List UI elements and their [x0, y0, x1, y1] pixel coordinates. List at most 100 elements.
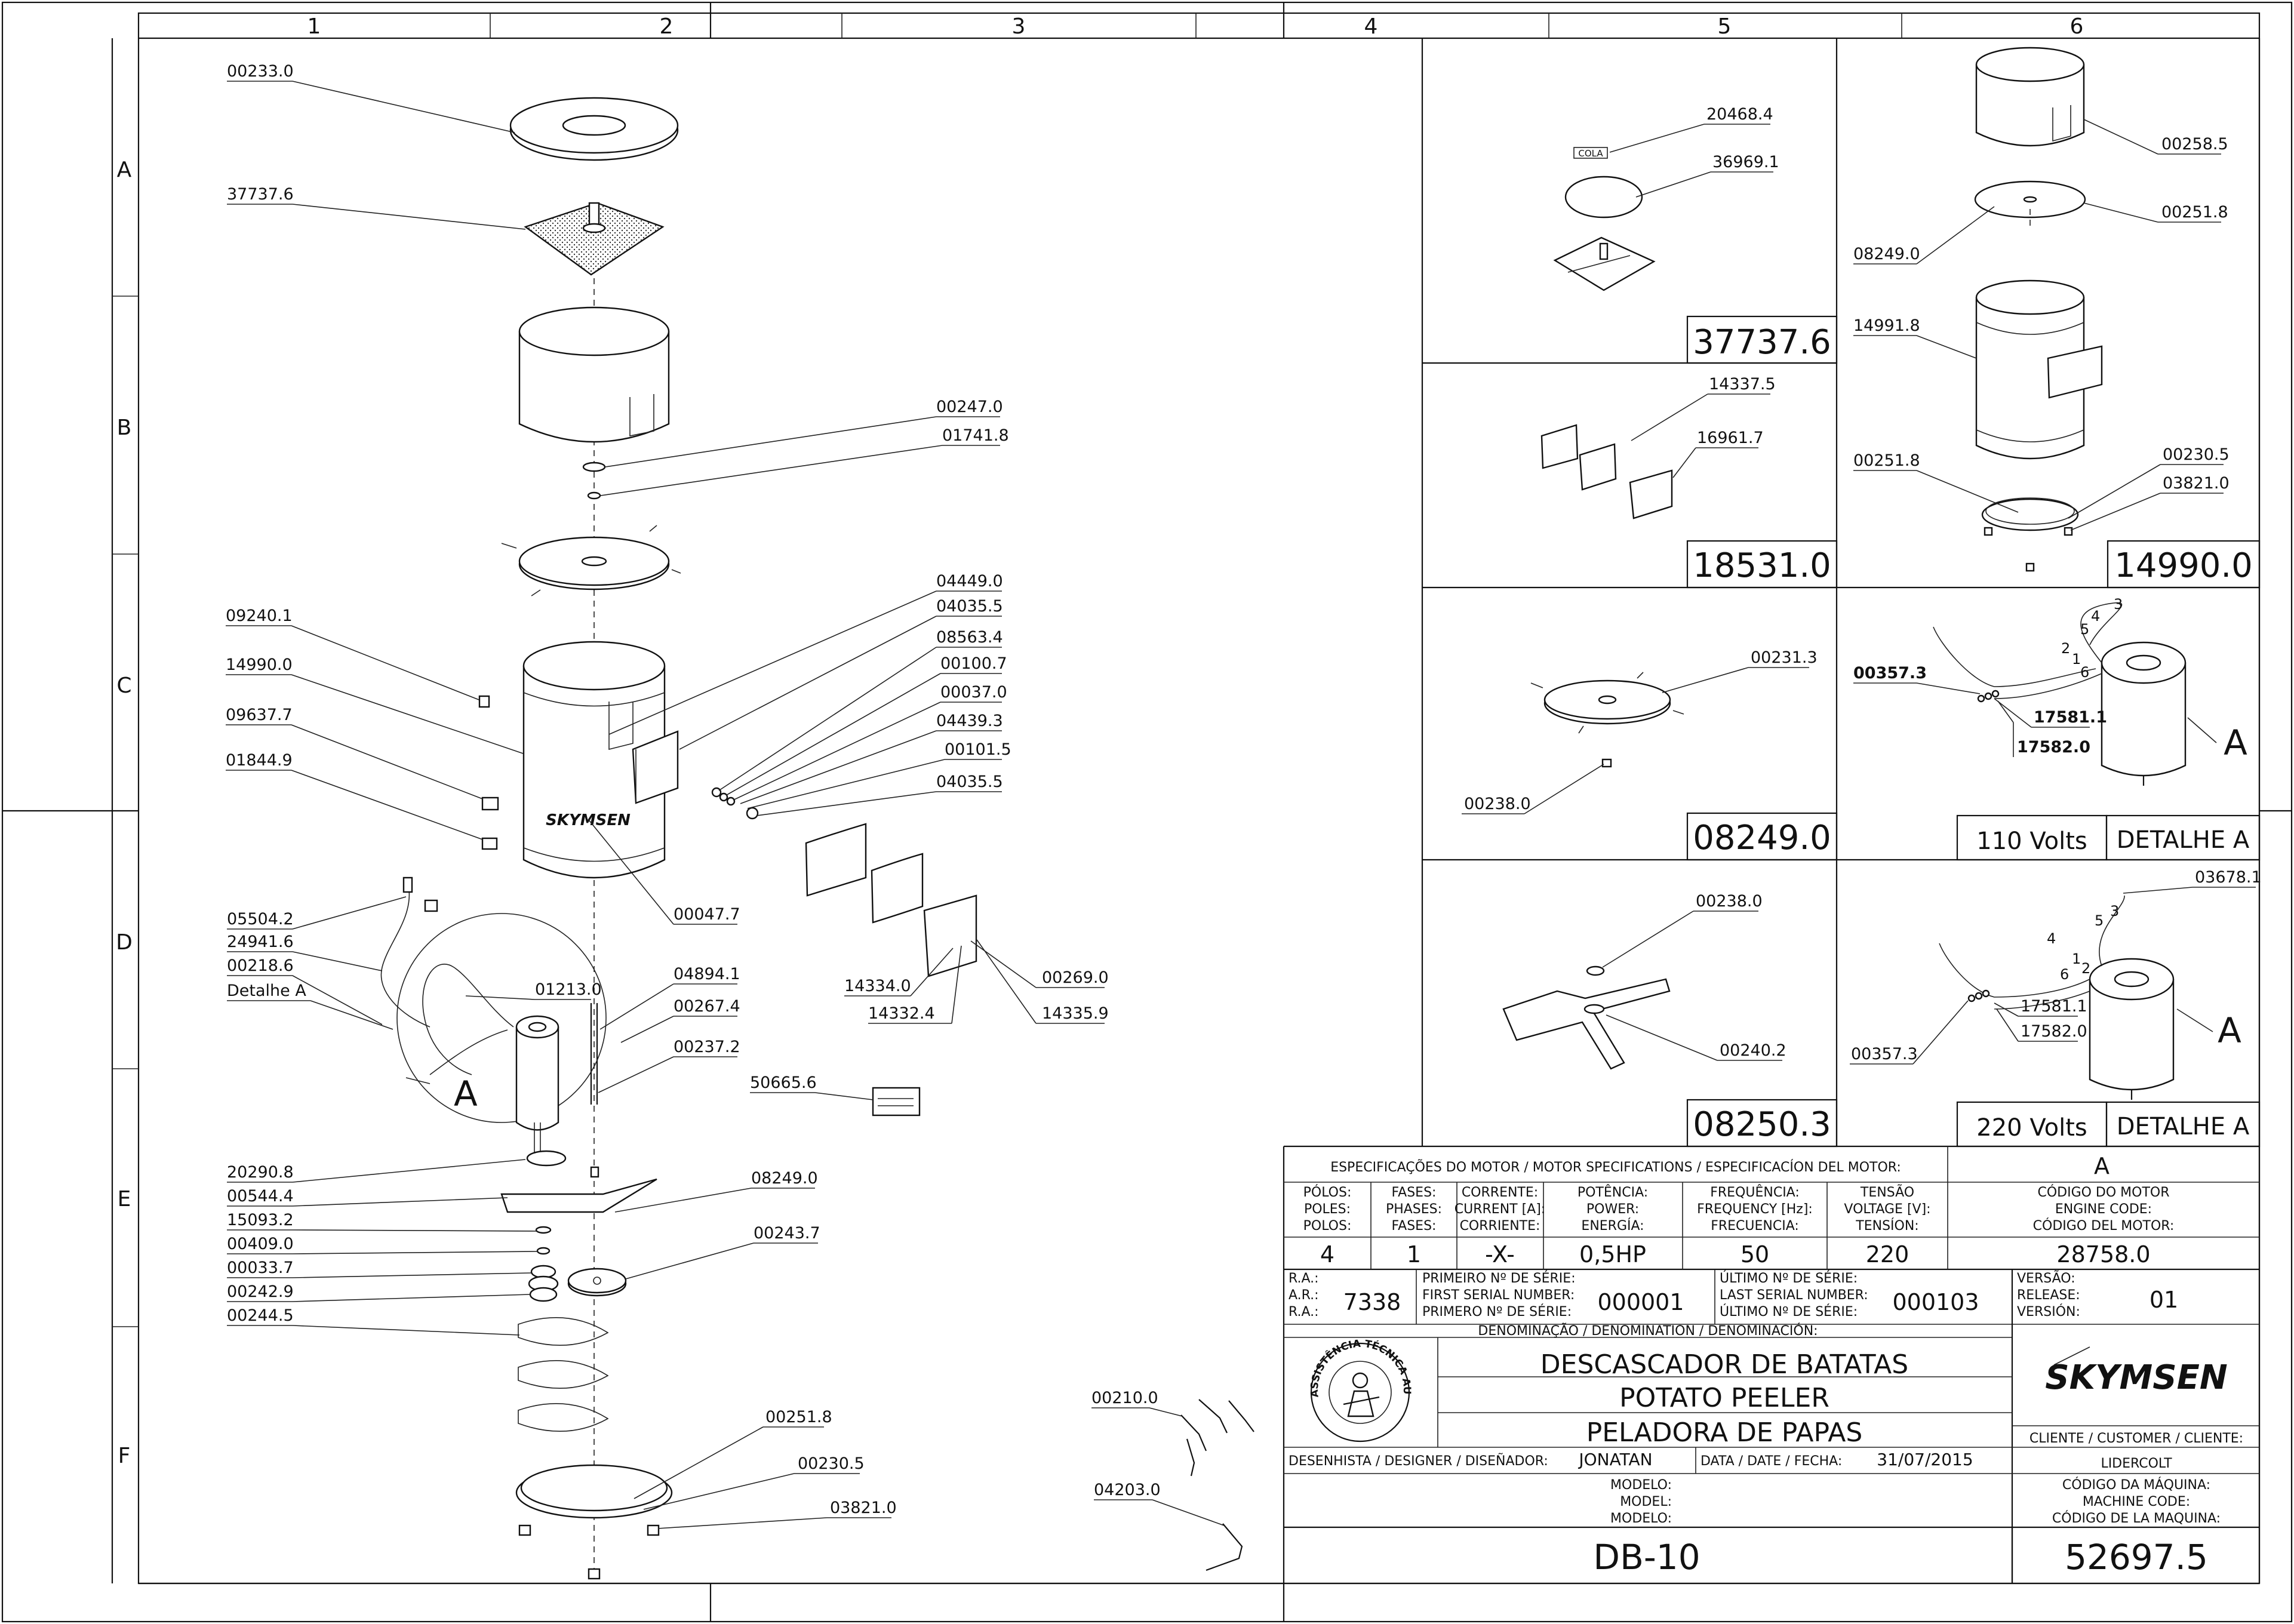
panel-14990-c6: 00230.5	[2163, 445, 2230, 464]
panel-220-wire-numbers: 4 5 3 1 2 6	[2047, 903, 2119, 983]
callout-01844: 01844.9	[226, 751, 483, 840]
svg-text:00409.0: 00409.0	[227, 1235, 294, 1253]
spec-col-4-label-3: FRECUENCIA:	[1711, 1219, 1799, 1234]
callout-50665: 50665.6	[750, 1074, 874, 1100]
callout-04449: 04449.0	[608, 572, 1003, 735]
svg-text:00237.2: 00237.2	[674, 1038, 740, 1056]
panel-08250-c2: 00240.2	[1720, 1041, 1786, 1060]
machine-code-value: 52697.5	[2065, 1537, 2208, 1577]
spec-col-4-label-2: FREQUENCY [Hz]:	[1697, 1202, 1813, 1217]
grid-col-3: 3	[1012, 14, 1026, 39]
callout-00047: 00047.7	[588, 819, 740, 925]
panel-08249-c1: 00231.3	[1751, 648, 1818, 667]
panel-220-c4: 00357.3	[1851, 1045, 1918, 1063]
callout-00251: 00251.8	[634, 1408, 832, 1499]
panel-110-volts: 110 Volts DETALHE A 3 4 5 2 1 6 00357.3 …	[1853, 596, 2261, 861]
callout-01741: 01741.8	[600, 426, 1009, 496]
spec-col-3-label-3: ENERGÍA:	[1581, 1218, 1644, 1234]
callout-00247: 00247.0	[605, 398, 1003, 467]
panel-110-detalhe: DETALHE A	[2117, 826, 2250, 854]
model-value: DB-10	[1593, 1537, 1700, 1577]
panel-110-volts-label: 110 Volts	[1976, 828, 2087, 855]
motor-spec-header: ESPECIFICAÇÕES DO MOTOR / MOTOR SPECIFIC…	[1330, 1159, 1901, 1175]
spec-col-3-label-2: POWER:	[1586, 1202, 1639, 1217]
svg-text:08563.4: 08563.4	[936, 628, 1003, 647]
first-serial-label-1: PRIMEIRO Nº DE SÉRIE:	[1422, 1271, 1576, 1286]
panel-37737: 37737.6 COLA 20468.4 36969.1	[1553, 105, 1838, 364]
motor-variant: A	[2094, 1153, 2110, 1179]
spec-col-2-label-3: CORRIENTE:	[1460, 1219, 1540, 1234]
model-label-1: MODELO:	[1610, 1478, 1672, 1493]
callout-04035a: 04035.5	[679, 597, 1003, 750]
panel-110-c2: 17581.1	[2034, 708, 2107, 727]
grid-row-d: D	[116, 930, 133, 955]
svg-text:00242.9: 00242.9	[227, 1282, 294, 1301]
ra-label-2: A.R.:	[1289, 1288, 1319, 1303]
panel-14990-c7: 03821.0	[2163, 474, 2230, 493]
svg-text:00243.7: 00243.7	[754, 1224, 820, 1242]
name-pt: DESCASCADOR DE BATATAS	[1540, 1349, 1908, 1380]
last-serial-label-1: ÚLTIMO Nº DE SÉRIE:	[1720, 1271, 1858, 1286]
svg-text:00267.4: 00267.4	[674, 997, 740, 1016]
machine-code-label-1: CÓDIGO DA MÁQUINA:	[2062, 1477, 2210, 1493]
exploded-view: SKYMSEN	[380, 97, 1254, 1580]
panel-110-c1: 00357.3	[1853, 664, 1927, 682]
ra-value: 7338	[1343, 1289, 1401, 1315]
spec-col-6-label-1: CÓDIGO DO MOTOR	[2037, 1185, 2169, 1200]
spec-col-1-label-3: FASES:	[1392, 1219, 1437, 1234]
callout-00267: 00267.4	[620, 997, 740, 1043]
name-en: POTATO PEELER	[1619, 1383, 1829, 1413]
spec-col-3-label-1: POTÊNCIA:	[1577, 1185, 1648, 1200]
model-label-2: MODEL:	[1620, 1494, 1672, 1509]
grid-row-c: C	[116, 673, 131, 698]
serial-label-sticker	[481, 796, 499, 811]
svg-text:00251.8: 00251.8	[765, 1408, 832, 1426]
shaft-nut	[582, 462, 606, 500]
panel-14990-c4: 14991.8	[1853, 316, 1920, 335]
svg-text:09240.1: 09240.1	[226, 607, 293, 625]
svg-text:00544.4: 00544.4	[227, 1187, 294, 1205]
callout-04894: 04894.1	[599, 965, 740, 1030]
svg-text:4: 4	[2047, 930, 2056, 947]
callout-00243: 00243.7	[625, 1224, 820, 1279]
abrasive-disc	[524, 202, 665, 276]
version-label-1: VERSÃO:	[2017, 1270, 2075, 1286]
svg-text:24941.6: 24941.6	[227, 933, 294, 951]
callout-00210: 00210.0	[1091, 1389, 1183, 1417]
spec-col-1-label-2: PHASES:	[1386, 1202, 1442, 1217]
spec-col-4-value: 50	[1741, 1241, 1769, 1268]
grid-row-labels: A B C D E F	[116, 158, 133, 1468]
brand-on-drum: SKYMSEN	[546, 811, 631, 829]
machine-code-label-3: CÓDIGO DE LA MAQUINA:	[2052, 1511, 2221, 1526]
svg-text:00244.5: 00244.5	[227, 1306, 294, 1325]
spec-col-2-label-1: CORRENTE:	[1462, 1185, 1538, 1200]
date-label: DATA / DATE / FECHA:	[1700, 1454, 1842, 1469]
svg-text:00101.5: 00101.5	[945, 740, 1011, 759]
panel-18531-c2: 16961.7	[1697, 429, 1764, 447]
callout-00244: 00244.5	[227, 1306, 520, 1336]
svg-text:00218.6: 00218.6	[227, 956, 294, 975]
grid-row-e: E	[118, 1187, 131, 1211]
spec-col-0-label-1: PÓLOS:	[1303, 1185, 1352, 1200]
callout-00230: 00230.5	[643, 1454, 865, 1510]
svg-text:6: 6	[2080, 664, 2089, 681]
panel-14990-c5: 00251.8	[1853, 451, 1920, 470]
panel-220-c1: 03678.1	[2195, 868, 2262, 887]
spec-col-5-label-1: TENSÃO	[1860, 1184, 1914, 1200]
springs	[1180, 1399, 1254, 1571]
callout-00100: 00100.7	[725, 654, 1007, 796]
side-panels	[805, 823, 977, 977]
spec-col-1-label-1: FASES:	[1392, 1185, 1437, 1200]
callout-05504: 05504.2	[227, 896, 407, 930]
callout-00037: 00037.0	[733, 683, 1007, 801]
designer-label: DESENHISTA / DESIGNER / DISEÑADOR:	[1289, 1453, 1548, 1469]
rotating-plate	[501, 525, 681, 596]
callout-37737: 37737.6	[227, 185, 526, 230]
svg-text:03821.0: 03821.0	[830, 1499, 897, 1517]
callout-09637: 09637.7	[226, 706, 483, 799]
power-cable	[380, 889, 430, 1028]
cola-tag: COLA	[1578, 148, 1603, 159]
main-drum: SKYMSEN	[478, 641, 679, 879]
ra-label-3: R.A.:	[1289, 1305, 1319, 1320]
